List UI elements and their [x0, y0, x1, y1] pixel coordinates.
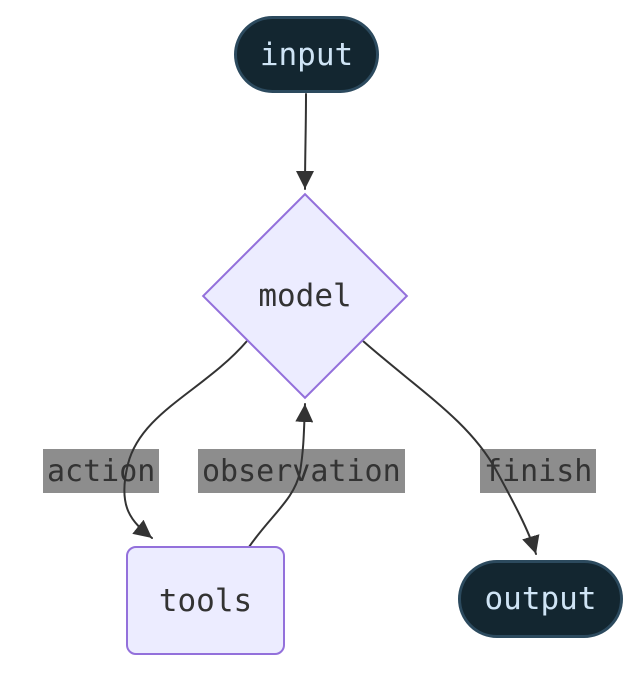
- edge-model-to-tools: [123, 340, 248, 539]
- edge-model-to-output: [362, 340, 540, 555]
- edge-label-finish: finish: [480, 449, 597, 493]
- edge-input-to-model: [296, 93, 315, 190]
- edge-tools-to-model: [248, 403, 314, 548]
- edge-label-action: action: [43, 449, 160, 493]
